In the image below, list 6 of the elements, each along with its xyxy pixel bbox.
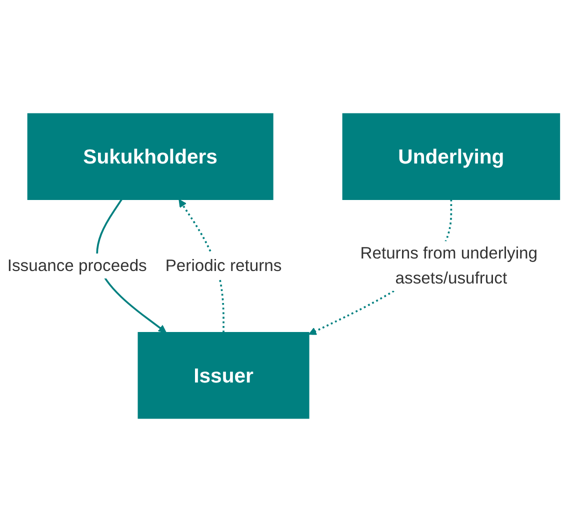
edge-label: Issuance proceeds: [7, 256, 147, 275]
edge-label: Periodic returns: [165, 256, 282, 275]
edge-label: Returns from underlying assets/usufruct: [360, 244, 538, 288]
node-box: Issuer: [138, 332, 310, 419]
node-box: Sukukholders: [27, 113, 274, 200]
node-box: Underlying: [342, 113, 560, 200]
